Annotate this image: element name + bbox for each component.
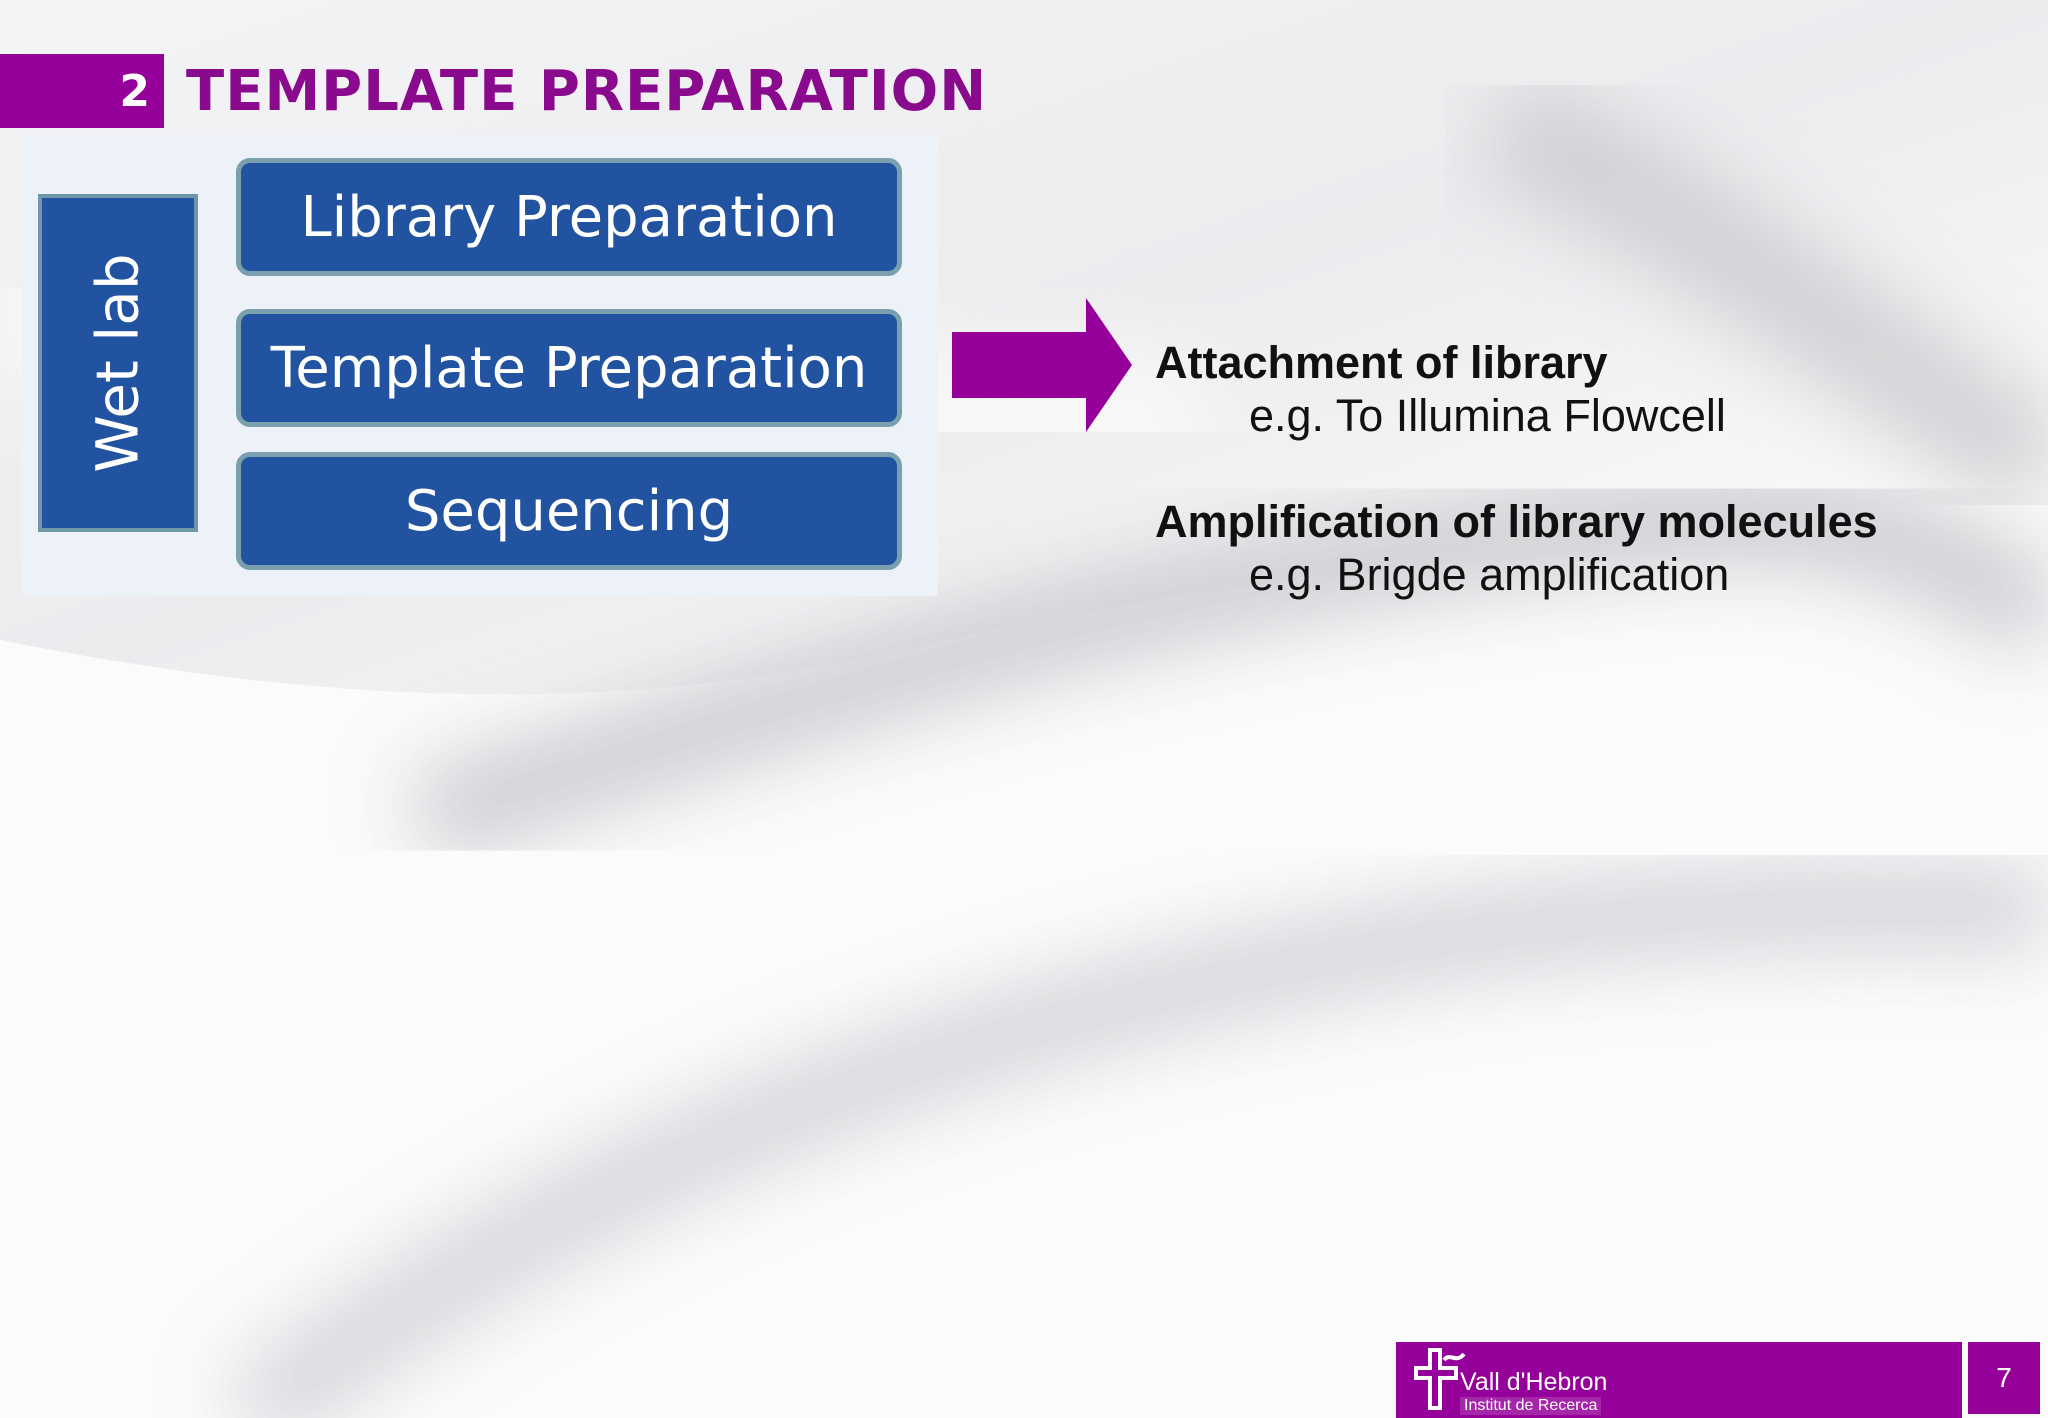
item-heading: Amplification of library molecules xyxy=(1155,496,1878,547)
page-number: 7 xyxy=(1968,1342,2040,1414)
cross-logo-icon xyxy=(1414,1348,1466,1410)
wet-lab-label: Wet lab xyxy=(84,253,153,473)
item-example: e.g. Brigde amplification xyxy=(1249,549,1730,600)
step-library-preparation: Library Preparation xyxy=(236,158,902,276)
step-template-preparation: Template Preparation xyxy=(236,309,902,427)
item-example: e.g. To Illumina Flowcell xyxy=(1249,390,1726,441)
workflow-diagram: Wet lab Library Preparation Template Pre… xyxy=(22,134,938,596)
step-sequencing: Sequencing xyxy=(236,452,902,570)
content-list: Attachment of library e.g. To Illumina F… xyxy=(1155,336,2015,601)
item-heading: Attachment of library xyxy=(1155,337,1608,388)
spacer xyxy=(1155,442,2015,495)
slide-title: TEMPLATE PREPARATION xyxy=(186,58,988,124)
right-arrow-icon xyxy=(952,298,1132,432)
footer-logo-bar: Vall d'Hebron Institut de Recerca xyxy=(1396,1342,1962,1418)
logo-name: Vall d'Hebron xyxy=(1460,1368,1608,1396)
wet-lab-box: Wet lab xyxy=(38,194,198,532)
logo-subtitle: Institut de Recerca xyxy=(1460,1397,1602,1415)
section-number-badge: 2 xyxy=(0,54,164,128)
